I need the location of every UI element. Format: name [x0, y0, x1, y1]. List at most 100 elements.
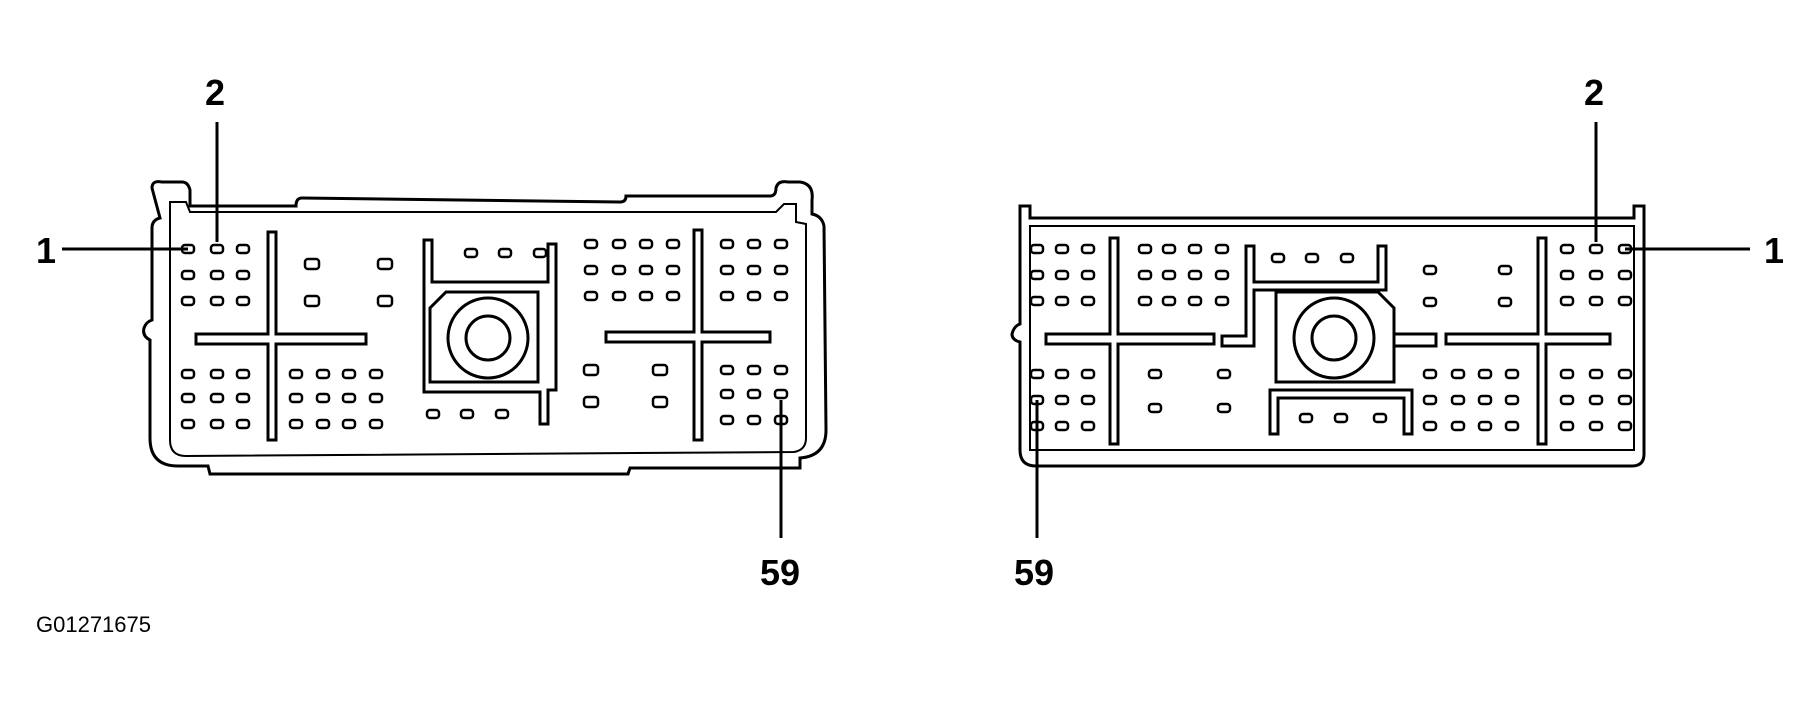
right-pin-label-1: 1: [1764, 230, 1784, 271]
left-pin-cavity: [303, 294, 321, 308]
right-pin-cavity: [1617, 394, 1633, 406]
left-pin-cavity: [180, 269, 196, 281]
right-pin-cavity: [1054, 420, 1070, 432]
left-pin-cavity: [494, 408, 510, 420]
left-pin-cavity: [288, 392, 304, 404]
left-pin-label-2: 2: [205, 72, 225, 113]
left-pin-cavity: [209, 368, 225, 380]
left-pin-cavity: [651, 363, 669, 377]
right-pin-cavity: [1214, 295, 1230, 307]
left-pin-cavity: [209, 295, 225, 307]
right-pin-cavity: [1054, 368, 1070, 380]
left-pin-cavity: [746, 414, 762, 426]
right-pin-cavity: [1422, 420, 1438, 432]
right-pin-cavity: [1559, 394, 1575, 406]
left-pin-cavity: [209, 243, 225, 255]
right-pin-cavity: [1559, 243, 1575, 255]
right-pin-cavity: [1080, 420, 1096, 432]
right-pin-cavity: [1054, 394, 1070, 406]
left-cross-rib-a: [194, 230, 368, 442]
left-connector-inner-rim: [169, 201, 807, 458]
right-pin-cavity: [1137, 295, 1153, 307]
right-pin-cavity: [1450, 368, 1466, 380]
left-pin-cavity: [463, 247, 479, 259]
left-pin-cavity: [209, 392, 225, 404]
left-pin-cavity: [376, 257, 394, 271]
left-pin-cavity: [719, 290, 735, 302]
left-pin-cavity: [315, 392, 331, 404]
right-pin-cavity: [1588, 243, 1604, 255]
right-pin-cavity: [1137, 243, 1153, 255]
left-center-boss: [428, 290, 540, 384]
right-pin-cavity: [1477, 420, 1493, 432]
right-pin-cavity: [1080, 243, 1096, 255]
left-pin-cavity: [368, 418, 384, 430]
right-center-frame: [1220, 244, 1388, 348]
left-pin-cavity: [459, 408, 475, 420]
right-pin-cavity: [1339, 252, 1355, 264]
left-pin-cavity: [303, 257, 321, 271]
right-pin-cavity: [1080, 394, 1096, 406]
left-cross-rib-b: [604, 228, 772, 442]
right-pin-cavity: [1422, 264, 1438, 276]
left-pin-cavity: [773, 238, 789, 250]
left-pin-cavity: [341, 392, 357, 404]
left-pin-cavity: [665, 264, 681, 276]
left-pin-cavity: [368, 392, 384, 404]
right-pin-cavity: [1559, 269, 1575, 281]
left-pin-cavity: [315, 368, 331, 380]
right-pin-cavity: [1504, 368, 1520, 380]
left-connector: [142, 180, 828, 476]
right-pin-cavity: [1588, 269, 1604, 281]
left-center-boss-ring-outer: [446, 296, 530, 380]
right-pin-cavity: [1137, 269, 1153, 281]
left-pin-cavity: [180, 392, 196, 404]
right-center-boss-ring-outer: [1292, 296, 1376, 380]
left-pin-cavity: [651, 395, 669, 409]
left-pin-cavity: [719, 264, 735, 276]
left-connector-pins: [180, 238, 789, 430]
left-pin-cavity: [746, 364, 762, 376]
left-pin-cavity: [497, 247, 513, 259]
left-pin-cavity: [611, 264, 627, 276]
left-pin-cavity: [209, 418, 225, 430]
right-pin-cavity: [1588, 368, 1604, 380]
left-pin-cavity: [665, 238, 681, 250]
right-pin-cavity: [1029, 269, 1045, 281]
right-pin-cavity: [1161, 243, 1177, 255]
right-pin-label-59: 59: [1014, 552, 1054, 593]
left-pin-cavity: [746, 290, 762, 302]
left-pin-cavity: [235, 243, 251, 255]
right-pin-label-2: 2: [1584, 72, 1604, 113]
right-connector-pins: [1029, 243, 1633, 432]
right-pin-cavity: [1617, 368, 1633, 380]
right-pin-cavity: [1617, 269, 1633, 281]
right-pin-cavity: [1054, 295, 1070, 307]
left-pin-cavity: [746, 238, 762, 250]
right-pin-cavity: [1504, 394, 1520, 406]
right-cross-rib-a: [1044, 236, 1216, 446]
left-connector-housing: [142, 180, 828, 476]
right-pin-cavity: [1450, 420, 1466, 432]
left-pin-label-1: 1: [36, 230, 56, 271]
right-pin-cavity: [1559, 295, 1575, 307]
right-pin-cavity: [1372, 412, 1388, 424]
left-pin-cavity: [180, 295, 196, 307]
right-pin-cavity: [1504, 420, 1520, 432]
right-pin-cavity: [1187, 269, 1203, 281]
left-pin-cavity: [235, 295, 251, 307]
right-pin-cavity: [1588, 295, 1604, 307]
right-pin-cavity: [1559, 368, 1575, 380]
left-pin-cavity: [288, 418, 304, 430]
left-pin-cavity: [773, 364, 789, 376]
left-pin-cavity: [665, 290, 681, 302]
left-center-boss-frame: [422, 238, 558, 426]
left-pin-cavity: [719, 364, 735, 376]
left-pin-cavity: [235, 418, 251, 430]
right-pin-cavity: [1216, 402, 1232, 414]
right-pin-cavity: [1080, 368, 1096, 380]
left-pin-cavity: [611, 238, 627, 250]
left-pin-cavity: [582, 363, 600, 377]
left-pin-cavity: [582, 395, 600, 409]
right-pin-cavity: [1161, 295, 1177, 307]
